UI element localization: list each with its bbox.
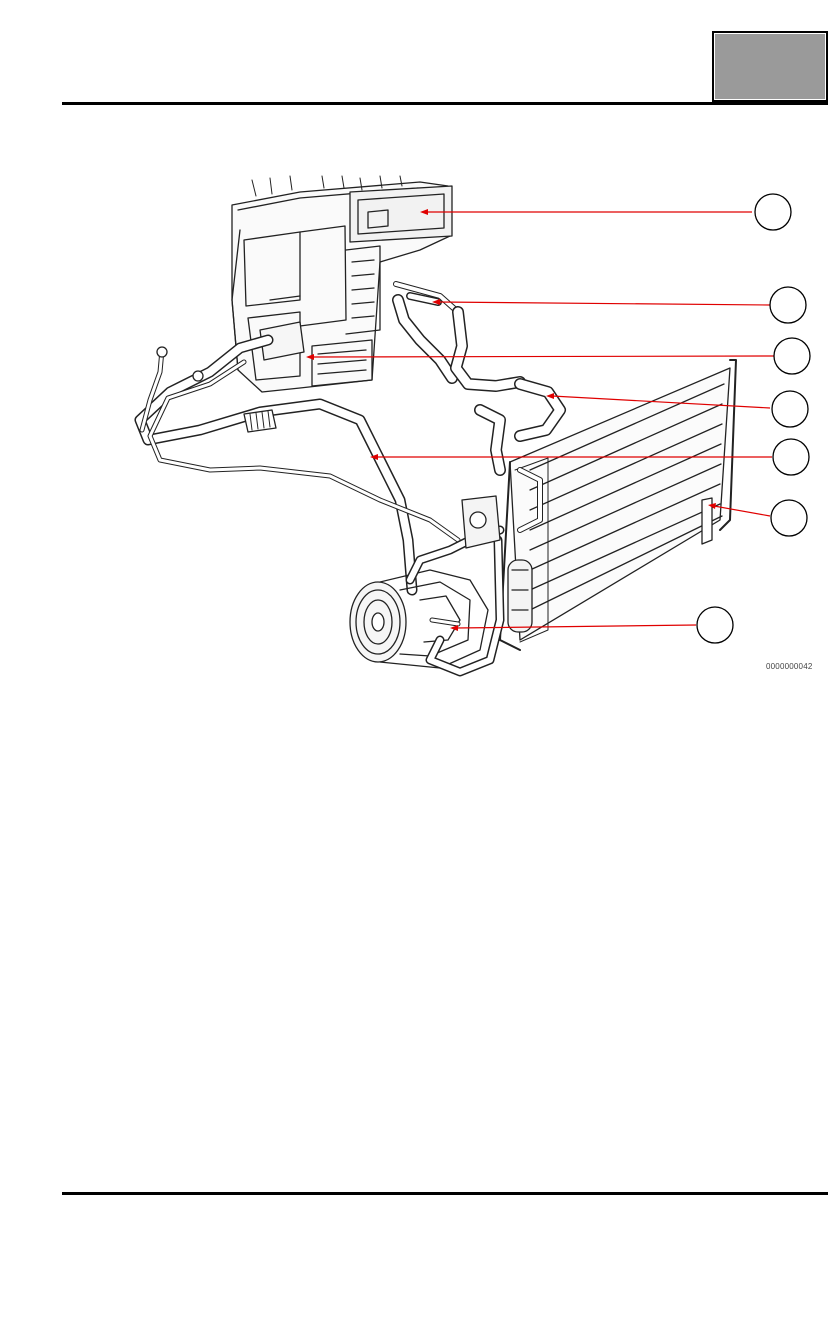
evaporator-pipes [392,281,526,392]
image-code: 0000000042 [766,662,813,671]
callout-1 [420,193,792,231]
refrigerant-lines-left [134,334,461,596]
callout-3 [306,337,811,375]
callout-7 [450,606,734,644]
callout-2 [432,286,807,324]
ac-system-illustration [134,175,811,677]
callout-6 [708,499,808,537]
coolant-hoses [474,378,566,533]
callout-4 [546,390,809,428]
header-rule [62,102,828,105]
condenser [499,359,737,651]
section-tab [712,31,828,102]
footer-rule [62,1192,828,1195]
callouts [306,193,811,644]
hvac-module [231,175,453,393]
callout-5 [370,438,810,476]
compressor [349,495,505,677]
